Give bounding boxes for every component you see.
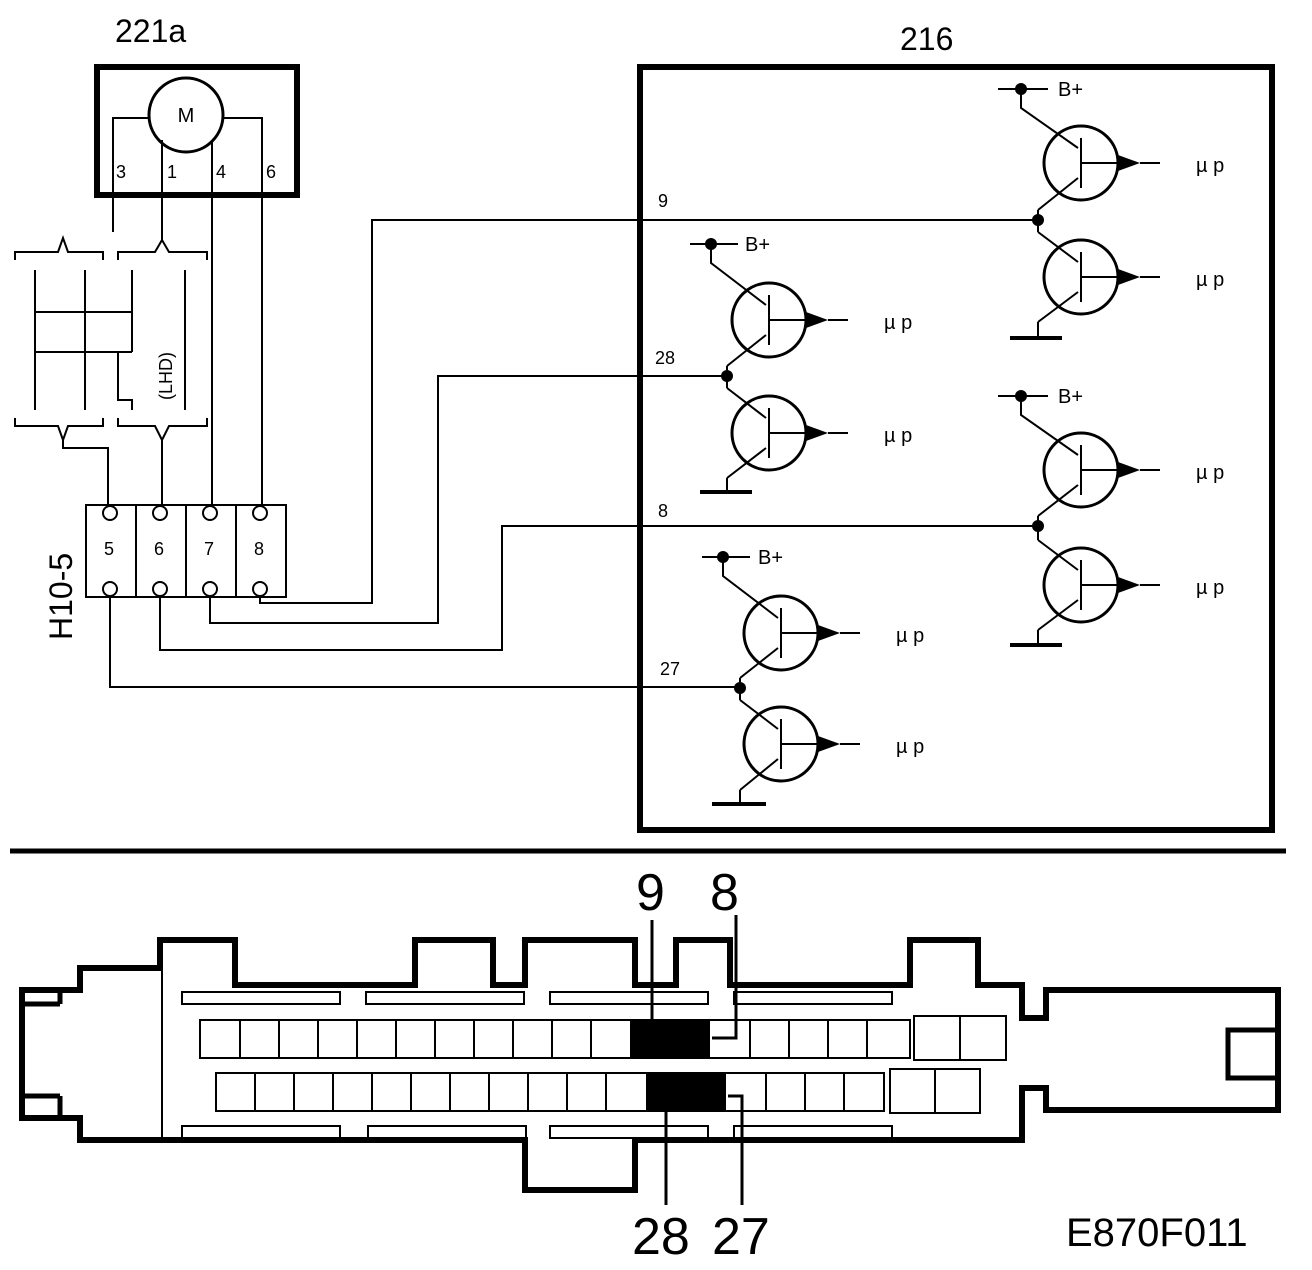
module-pin-8: 8 <box>658 501 668 521</box>
connector-h10-5 <box>85 504 287 598</box>
connector-id-label: H10-5 <box>43 553 79 640</box>
motor-lead-3 <box>112 117 149 200</box>
supply-label-1: B+ <box>1058 79 1083 101</box>
motor-pin-1: 1 <box>167 162 177 182</box>
module-box <box>637 64 1275 833</box>
signal-label-2: µ p <box>1196 269 1224 291</box>
motor-pin-6: 6 <box>266 162 276 182</box>
signal-label-3: µ p <box>884 312 912 334</box>
signal-label-5: µ p <box>1196 462 1224 484</box>
connector-pin-8: 8 <box>254 539 264 559</box>
highlighted-pins-28-27 <box>646 1073 726 1111</box>
module-pin-28: 28 <box>655 348 675 368</box>
module-id-label: 216 <box>900 21 953 57</box>
supply-label-4: B+ <box>758 547 783 569</box>
signal-label-4: µ p <box>884 425 912 447</box>
half-bridge-pin28 <box>690 238 848 494</box>
module-pin-27: 27 <box>660 659 680 679</box>
signal-label-7: µ p <box>896 625 924 647</box>
signal-label-1: µ p <box>1196 155 1224 177</box>
figure-id: E870F011 <box>1066 1211 1248 1255</box>
highlighted-pins-9-8 <box>630 1020 710 1058</box>
wiring-variant-bracket <box>14 195 208 505</box>
connector-pin-7: 7 <box>204 539 214 559</box>
signal-label-6: µ p <box>1196 577 1224 599</box>
module-pin-9: 9 <box>658 191 668 211</box>
face-label-27: 27 <box>712 1208 770 1266</box>
face-label-28: 28 <box>632 1208 690 1266</box>
motor-lead-6 <box>223 117 263 200</box>
wire-h7-to-pin28 <box>209 375 727 624</box>
motor-symbol <box>147 76 225 154</box>
half-bridge-pin9 <box>998 83 1160 340</box>
lhd-label: (LHD) <box>156 352 176 400</box>
supply-label-3: B+ <box>1058 386 1083 408</box>
face-label-8: 8 <box>710 864 739 922</box>
connector-pin-6: 6 <box>154 539 164 559</box>
motor-box <box>94 64 300 198</box>
half-bridge-pin27 <box>702 551 860 806</box>
signal-label-8: µ p <box>896 736 924 758</box>
face-label-9: 9 <box>636 864 665 922</box>
motor-id-label: 221a <box>115 13 186 49</box>
supply-label-2: B+ <box>745 234 770 256</box>
wire-h5-to-pin27 <box>109 597 740 688</box>
wire-h8-to-pin9 <box>259 219 1038 604</box>
motor-pin-3: 3 <box>116 162 126 182</box>
connector-face-view <box>19 915 1281 1205</box>
half-bridge-pin8 <box>998 390 1160 647</box>
connector-pin-5: 5 <box>104 539 114 559</box>
motor-symbol-label: M <box>178 105 195 127</box>
motor-pin-4: 4 <box>216 162 226 182</box>
wire-h6-to-pin8 <box>159 525 1038 651</box>
